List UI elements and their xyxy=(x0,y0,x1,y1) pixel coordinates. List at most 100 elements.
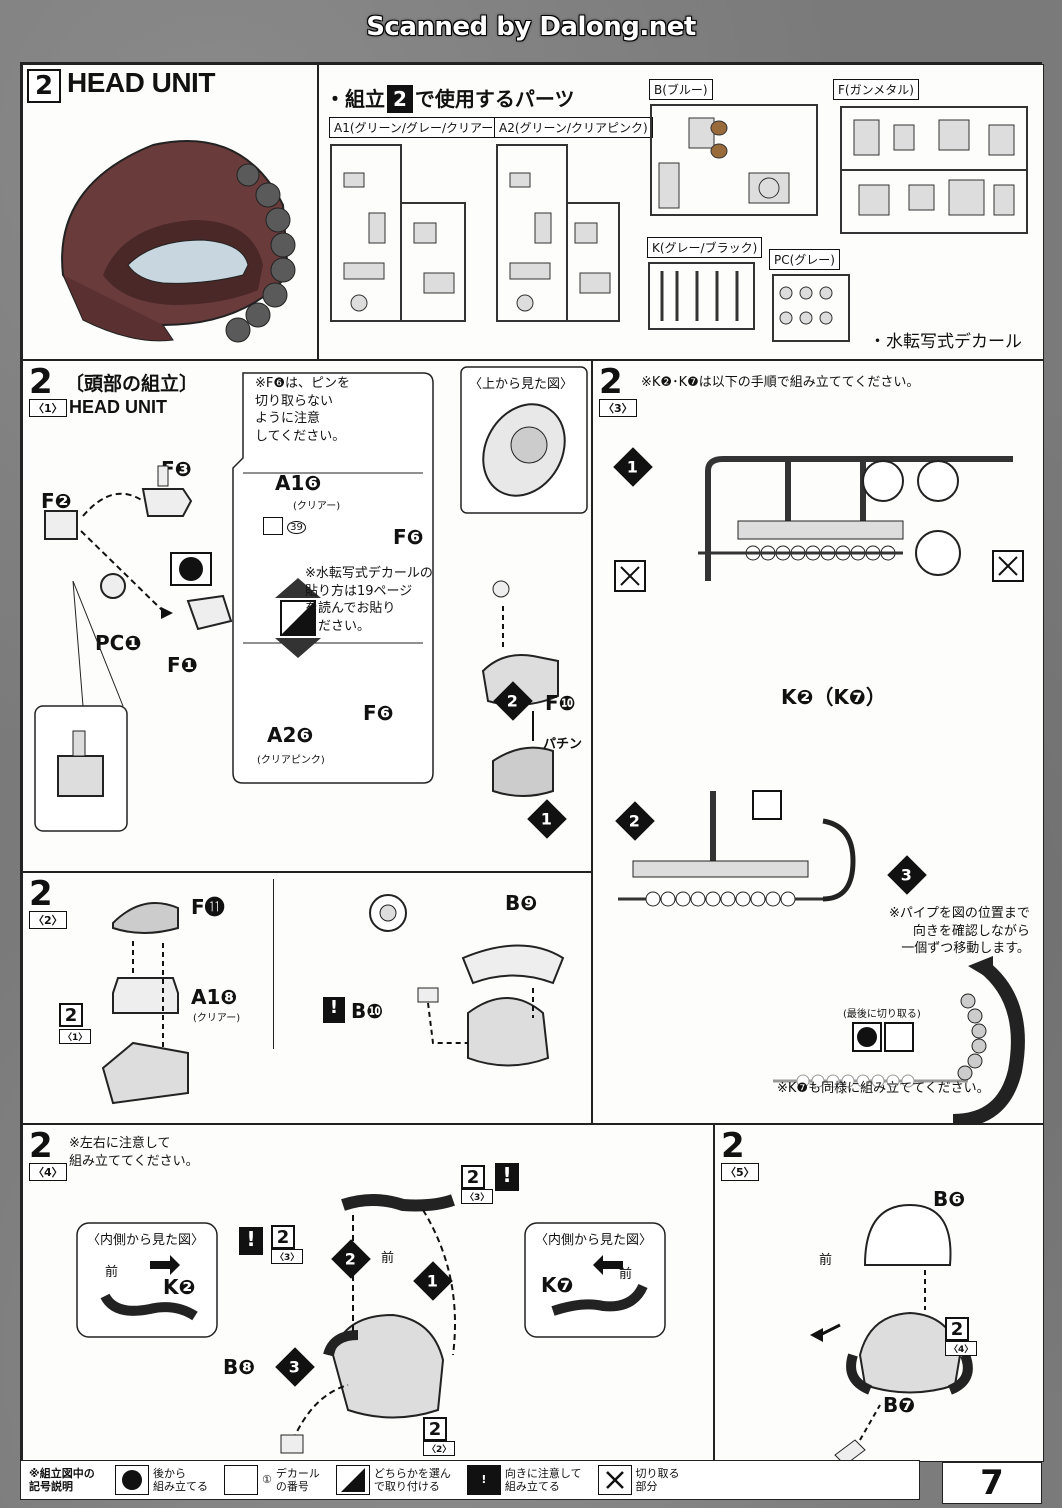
step-number: 2 xyxy=(29,874,53,914)
step-2-4-panel: 2 〈4〉 ※左右に注意して 組み立ててください。 〈内側から見た図〉 前 K❷… xyxy=(22,1124,714,1462)
detail-callout xyxy=(34,580,128,832)
ref-substep: 〈4〉 xyxy=(945,1341,978,1356)
sprue-label-a1: A1(グリーン/グレー/クリアー) xyxy=(329,117,503,138)
cut-last-label: (最後に切り取る) xyxy=(843,1009,921,1020)
decal-icon xyxy=(224,1465,258,1495)
ref3-step: 2 xyxy=(271,1225,295,1249)
inner-view-right xyxy=(524,1222,666,1338)
step-2-5-panel: 2 〈5〉 B❻ 前 2 〈4〉 B❼ xyxy=(714,1124,1044,1466)
part-label-a18-sub: (クリアー) xyxy=(193,1013,241,1024)
symbol-legend: ※組立図中の 記号説明 後から 組み立てる ① デカール の番号 どちらかを選ん… xyxy=(20,1460,920,1500)
inner-view-left xyxy=(76,1222,218,1338)
step-number: 2 xyxy=(27,69,61,103)
sprue-k xyxy=(648,262,755,330)
sprue-b xyxy=(650,104,818,216)
click-label: パチン xyxy=(543,737,583,752)
sprue-a1 xyxy=(330,144,466,322)
ref-step: 2 xyxy=(945,1317,969,1341)
step-marker-2: 2 xyxy=(493,681,533,721)
head-unit-panel: 2 HEAD UNIT xyxy=(22,64,318,360)
part-label-b10: B❿ xyxy=(351,999,384,1023)
ref-step: 2 xyxy=(59,1003,83,1027)
substep-number: 〈4〉 xyxy=(29,1163,67,1181)
sprue-f xyxy=(840,106,1028,234)
b7-label: B❼ xyxy=(883,1393,916,1417)
step-2-5-diagram xyxy=(810,1203,973,1466)
k-assembly-note: ※K❷･K❼は以下の手順で組み立ててください。 xyxy=(641,375,920,390)
head-unit-illustration xyxy=(61,140,296,343)
step-marker-2: 2 xyxy=(331,1239,371,1279)
exclamation-icon: ! xyxy=(466,1465,501,1495)
front-label-left: 前 xyxy=(105,1265,119,1280)
ref3-substep: 〈3〉 xyxy=(271,1249,304,1264)
substep-number: 〈3〉 xyxy=(599,399,637,417)
sprue-label-f: F(ガンメタル) xyxy=(833,79,919,100)
sprue-a2 xyxy=(496,144,620,322)
step-number: 2 xyxy=(29,1126,53,1166)
part-label-a18: A1❽ xyxy=(191,985,238,1009)
step-number: 2 xyxy=(599,362,623,402)
sprue-label-k: K(グレー/ブラック) xyxy=(647,237,763,258)
page-title: HEAD UNIT xyxy=(67,67,215,98)
ref2-step: 2 xyxy=(423,1417,447,1441)
step-number: 2 xyxy=(29,362,53,402)
legend-item-choice: どちらかを選ん で取り付ける xyxy=(328,1465,459,1495)
step-marker-3: 3 xyxy=(887,855,927,895)
watermark: Scanned by Dalong.net xyxy=(366,12,696,42)
pipe-move-diagram xyxy=(773,956,1025,1128)
part-label-f6b: F❻ xyxy=(363,701,394,725)
step-2-3-panel: 2 〈3〉 ※K❷･K❼は以下の手順で組み立ててください。 1 K❷（K❼） 2 xyxy=(592,360,1044,1128)
part-label-a26: A2❻ xyxy=(267,723,314,747)
k2-label: K❷ xyxy=(163,1275,196,1299)
nipper-icon xyxy=(597,1465,632,1495)
step-2-2-right-diagram xyxy=(369,894,565,1067)
substep-number: 〈1〉 xyxy=(29,399,67,417)
front-label-right: 前 xyxy=(619,1267,633,1282)
sprue-label-a2: A2(グリーン/クリアピンク) xyxy=(494,117,653,138)
step-marker-1: 1 xyxy=(527,799,567,839)
head-assembly-diagram xyxy=(481,580,559,797)
ref3-top-substep: 〈3〉 xyxy=(461,1189,494,1204)
top-view-box xyxy=(460,366,588,514)
ref3-top-step: 2 xyxy=(461,1165,485,1189)
legend-item-orientation: ! 向きに注意して 組み立てる xyxy=(459,1465,590,1495)
step-2-2-left-diagram xyxy=(101,902,189,1105)
ref-substep: 〈1〉 xyxy=(59,1029,92,1044)
part-label-f6a: F❻ xyxy=(393,525,424,549)
pipe-note: ※パイプを図の位置まで 向きを確認しながら 一個ずつ移動します。 xyxy=(889,906,1030,957)
part-label-f2: F❷ xyxy=(41,489,72,513)
legend-item-cut: 切り取る 部分 xyxy=(590,1465,688,1495)
sprue-label-b: B(ブルー) xyxy=(649,79,713,100)
part-label-f1: F❶ xyxy=(167,653,198,677)
sprue-pc xyxy=(772,274,850,342)
step-marker-1: 1 xyxy=(413,1261,453,1301)
step-1-parts-diagram xyxy=(44,465,233,631)
section-en-title: HEAD UNIT xyxy=(69,397,167,417)
part-label-a16-sub: (クリアー) xyxy=(293,501,341,512)
step-2-2-panel: 2 〈2〉 F⓫ A1❽ (クリアー) 2 〈1〉 B❾ ! B❿ xyxy=(22,872,592,1124)
exclamation-icon: ! xyxy=(323,997,345,1023)
step-2-4-center-diagram xyxy=(280,1194,456,1454)
step-number: 2 xyxy=(721,1126,745,1166)
divider xyxy=(273,879,274,1049)
k7-note: ※K❼も同様に組み立ててください。 xyxy=(777,1081,990,1096)
inner-view-label-right: 〈内側から見た図〉 xyxy=(535,1233,653,1248)
decal-option-box xyxy=(232,372,434,784)
b6-label: B❻ xyxy=(933,1187,966,1211)
decal-note: ※水転写式デカールの 貼り方は19ページ を読んでお貼り ください。 xyxy=(305,566,433,634)
legend-item-assemble-later: 後から 組み立てる xyxy=(107,1465,216,1495)
choice-icon xyxy=(335,1465,370,1495)
inner-view-label-left: 〈内側から見た図〉 xyxy=(87,1233,205,1248)
page-number: 7 xyxy=(942,1462,1042,1504)
part-label-b9: B❾ xyxy=(505,891,538,915)
part-label-pc1: PC❶ xyxy=(95,631,142,655)
front-label-center: 前 xyxy=(381,1251,395,1266)
substep-number: 〈2〉 xyxy=(29,911,67,929)
section-jp-title: 〔頭部の組立〕 xyxy=(65,373,199,395)
decal-number: 39 xyxy=(263,517,306,535)
half-circle-icon xyxy=(115,1465,149,1495)
part-label-a26-sub: (クリアピンク) xyxy=(257,755,325,766)
legend-item-decal: ① デカール の番号 xyxy=(216,1465,328,1495)
